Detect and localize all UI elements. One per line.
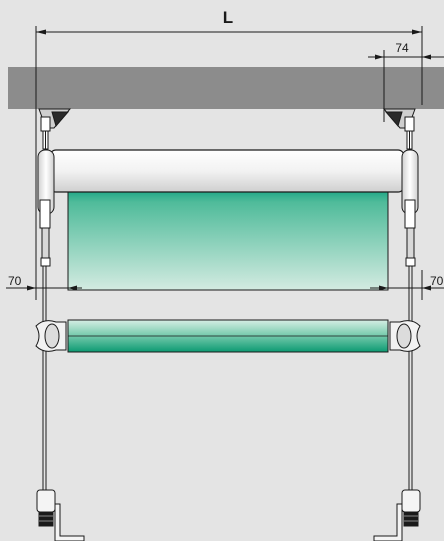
right-ceiling-bracket <box>382 108 416 150</box>
ceiling-beam <box>8 67 444 109</box>
dimension-overall-width <box>35 26 423 300</box>
right-bottom-guide <box>389 320 421 352</box>
left-end-cap <box>37 149 55 267</box>
right-floor-anchor <box>373 489 421 541</box>
roller-tube <box>49 149 405 193</box>
left-ceiling-bracket <box>38 108 72 150</box>
dimension-left-margin <box>6 285 82 291</box>
dimension-label-L: L <box>223 8 233 27</box>
blind-fabric <box>67 189 389 291</box>
dimension-label-left-70: 70 <box>8 274 22 288</box>
right-end-cap <box>401 149 419 267</box>
dimension-label-74: 74 <box>395 41 409 55</box>
left-bottom-guide <box>35 320 67 352</box>
right-wire <box>408 250 413 490</box>
dimension-label-right-70: 70 <box>430 274 444 288</box>
left-wire <box>42 250 47 490</box>
dimension-right-margin <box>370 285 444 291</box>
left-floor-anchor <box>36 489 85 541</box>
dimension-bracket-offset <box>368 50 444 122</box>
